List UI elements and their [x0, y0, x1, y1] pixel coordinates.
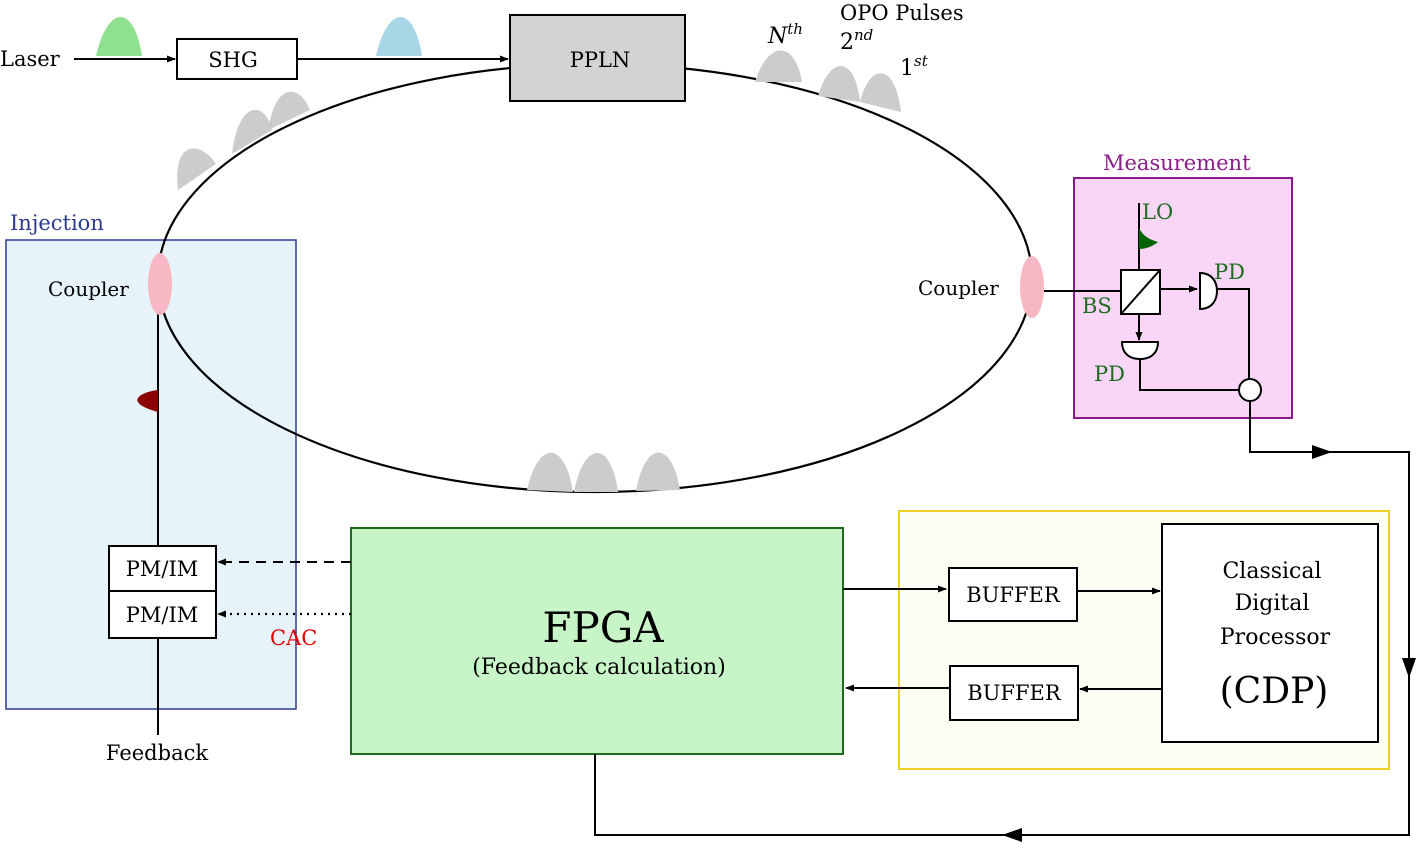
opo-pulse	[232, 109, 272, 154]
ppln-crystal	[509, 14, 686, 102]
pmim-top-label: PM/IM	[126, 557, 199, 581]
coupler-left	[148, 253, 172, 315]
cdp-line2: Digital	[1235, 591, 1310, 616]
laser-label: Laser	[0, 47, 61, 71]
cdp-line3: Processor	[1220, 625, 1331, 650]
measurement-output-line	[594, 401, 1410, 836]
coupler-left-label: Coupler	[48, 277, 129, 301]
opo-pulse-nth	[755, 50, 802, 82]
lo-pulse	[1139, 228, 1158, 249]
photodiode-right	[1199, 271, 1219, 311]
opo-pulse-2nd	[818, 65, 860, 102]
pmim-bottom-label: PM/IM	[126, 603, 199, 627]
buffer-top	[948, 567, 1078, 622]
first-pulse-label: 1st	[900, 52, 929, 81]
opo-pulse	[636, 452, 680, 491]
pd-right-label: PD	[1214, 260, 1245, 284]
measurement-region	[1073, 177, 1293, 419]
injection-label: Injection	[10, 211, 104, 235]
opo-pulse-1st	[860, 73, 901, 112]
second-pulse-label: 2nd	[840, 26, 873, 55]
opo-pulse	[527, 452, 573, 492]
opo-pulse	[574, 453, 618, 492]
flow-arrow	[1312, 445, 1332, 459]
pd-bottom-to-mixer	[1139, 359, 1238, 391]
shg-label: SHG	[208, 48, 257, 72]
pd-right-to-mixer	[1217, 288, 1250, 379]
pmim-modulator-bottom	[108, 590, 217, 639]
pd-bottom-label: PD	[1094, 362, 1125, 386]
flow-arrow	[1402, 658, 1416, 678]
cdp-abbr: (CDP)	[1220, 671, 1329, 712]
buffer-bottom	[949, 665, 1079, 721]
flow-arrow	[1002, 828, 1022, 842]
measurement-label: Measurement	[1103, 151, 1251, 175]
beam-splitter-diagonal	[1120, 269, 1161, 315]
cdp-line1: Classical	[1222, 559, 1321, 584]
bs-label: BS	[1082, 294, 1112, 318]
fpga-subtitle: (Feedback calculation)	[472, 655, 726, 680]
coupler-right	[1020, 256, 1044, 318]
cdp-box	[1161, 523, 1379, 743]
fpga-box	[350, 527, 844, 755]
lo-label: LO	[1142, 200, 1173, 224]
buffer-top-label: BUFFER	[966, 583, 1061, 607]
feedback-label: Feedback	[106, 741, 208, 765]
pmim-modulator-top	[108, 545, 217, 592]
opo-pulse	[268, 91, 310, 130]
nth-pulse-label: Nth	[767, 20, 803, 49]
opo-pulses-label: OPO Pulses	[840, 1, 964, 25]
ppln-label: PPLN	[570, 48, 631, 72]
cac-label: CAC	[270, 626, 317, 650]
signal-subtractor	[1238, 378, 1262, 402]
injection-pulse	[137, 390, 158, 412]
laser-pulse	[96, 17, 142, 56]
shg-pulse	[376, 17, 422, 56]
buffer-bottom-label: BUFFER	[967, 681, 1062, 705]
fpga-title: FPGA	[542, 603, 664, 652]
opo-pulse	[177, 148, 216, 190]
coupler-right-label: Coupler	[918, 276, 999, 300]
